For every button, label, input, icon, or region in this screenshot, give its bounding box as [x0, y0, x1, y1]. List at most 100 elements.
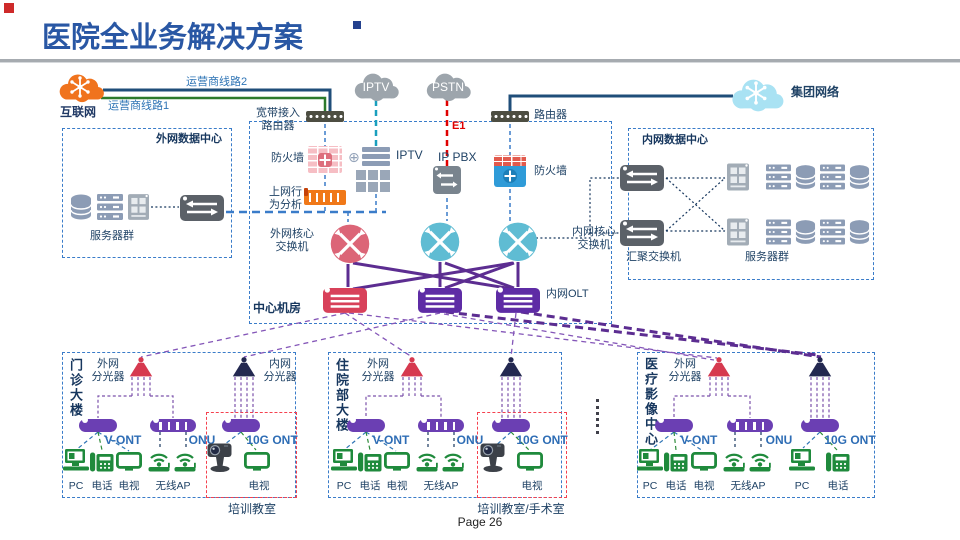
building-3-name: 医疗影像中心: [643, 357, 658, 447]
phone-icon: [90, 451, 114, 472]
int-splitter-icon: [230, 356, 258, 378]
olt-fanout-thin: [140, 312, 718, 361]
broadband-router-icon: [306, 111, 344, 122]
int-splitter-icon: [497, 356, 525, 378]
server-stack-icon: [820, 219, 845, 245]
firewall-left-label: 防火墙: [271, 152, 304, 164]
database-icon: [795, 218, 816, 246]
behavior-analysis-icon: [304, 188, 346, 205]
vont-icon: [79, 417, 117, 432]
ext-dc-servers-label: 服务器群: [90, 230, 134, 242]
device-label: 电话: [827, 480, 849, 492]
agg-switch-icon-2: [620, 220, 664, 246]
pstn-cloud-label: PSTN: [431, 80, 464, 94]
ext-splitter-label: 外网 分光器: [361, 358, 395, 383]
central-room-label: 中心机房: [253, 301, 302, 315]
wifi-ap-icon: [748, 450, 774, 472]
building-3-wires: [649, 377, 838, 452]
int-core-switch-label: 内网核心 交换机: [572, 226, 616, 251]
broadband-router-label: 宽带接入 路由器: [256, 107, 300, 132]
int-core-switch-icon-1: [418, 218, 462, 262]
device-label: PC: [642, 480, 658, 492]
phone-icon: [664, 451, 688, 472]
device-label: 电视: [248, 480, 270, 492]
phone-icon: [358, 451, 382, 472]
database-icon: [849, 163, 870, 191]
training-room-label-2: 培训教室/手术室: [477, 502, 565, 516]
ont-10g-label: 10G ONT: [516, 433, 568, 447]
core-dash-links: [324, 124, 511, 222]
corner-accent-red: [4, 3, 14, 13]
device-label: 电视: [386, 480, 408, 492]
ext-splitter-label: 外网 分光器: [91, 358, 125, 383]
building-1-wires: [75, 377, 257, 452]
agg-switch-label: 汇聚交换机: [626, 251, 681, 263]
int-olt-icon-2: [496, 286, 540, 313]
onu-label: ONU: [188, 433, 216, 447]
pc-icon: [331, 449, 357, 472]
wan-lines: [101, 88, 733, 166]
building-2-name: 住院部大楼: [334, 358, 349, 433]
pc-icon: [637, 449, 663, 472]
device-label: 电话: [91, 480, 113, 492]
training-room-box-1: [206, 412, 297, 498]
page-number: Page 26: [457, 515, 503, 529]
server-stack-icon: [766, 164, 791, 190]
wifi-ap-icon: [173, 450, 199, 472]
iptv-label: IPTV: [396, 148, 423, 162]
tv-icon: [244, 452, 270, 471]
device-label: 电话: [665, 480, 687, 492]
ext-core-switch-icon: [328, 220, 372, 264]
phone-icon: [826, 451, 850, 472]
group-network-label: 集团网络: [791, 85, 840, 99]
device-label: 电视: [693, 480, 715, 492]
router-icon: [491, 111, 529, 122]
carrier-line2-label: 运营商线路2: [186, 76, 248, 88]
int-dc-title: 内网数据中心: [642, 134, 708, 146]
firewall-left-icon: [308, 146, 342, 173]
server-stack-icon: [766, 219, 791, 245]
ont-10g-icon: [801, 417, 839, 432]
onu-icon: [418, 417, 464, 432]
server-stack-icon: [820, 164, 845, 190]
int-dc-servers-label: 服务器群: [745, 251, 789, 263]
internet-label: 互联网: [59, 105, 96, 119]
device-label: 电话: [359, 480, 381, 492]
device-label: PC: [68, 480, 84, 492]
vont-icon: [347, 417, 385, 432]
title-accent-blue: [353, 21, 361, 29]
wifi-ap-icon: [147, 450, 173, 472]
behavior-analysis-label: 上网行 为分析: [269, 186, 302, 211]
ip-pbx-icon: [433, 166, 461, 194]
ext-dc-title: 外网数据中心: [156, 133, 222, 145]
internet-network-icon: [67, 75, 93, 99]
vont-label: V-ONT: [104, 433, 142, 447]
building-2-box: [328, 352, 562, 498]
ext-splitter-icon: [398, 356, 426, 378]
dc-dotted-links: [151, 177, 726, 239]
database-icon: [849, 218, 870, 246]
agg-switch-icon-1: [620, 165, 664, 191]
ext-olt-icon: [323, 286, 367, 313]
iptv-grid-icon: [356, 170, 390, 192]
page-title: 医院全业务解决方案: [42, 22, 304, 54]
olt-fanout-thick: [445, 310, 822, 359]
int-splitter-label: 内网 分光器: [263, 358, 297, 383]
int-olt-icon-1: [418, 286, 462, 313]
wifi-ap-icon: [722, 450, 748, 472]
database-icon: [795, 163, 816, 191]
firewall-right-icon: [494, 155, 526, 187]
iptv-server-icon: [362, 147, 390, 166]
rack-icon: [128, 194, 149, 220]
int-splitter-icon: [806, 356, 834, 378]
vont-label: V-ONT: [372, 433, 410, 447]
device-label: 无线AP: [730, 480, 766, 492]
ext-core-switch-label: 外网核心 交换机: [270, 228, 314, 253]
onu-label: ONU: [456, 433, 484, 447]
ext-splitter-icon: [705, 356, 733, 378]
device-label: 无线AP: [155, 480, 191, 492]
ext-splitter-icon: [127, 356, 155, 378]
iptv-cloud-label: IPTV: [362, 80, 390, 94]
